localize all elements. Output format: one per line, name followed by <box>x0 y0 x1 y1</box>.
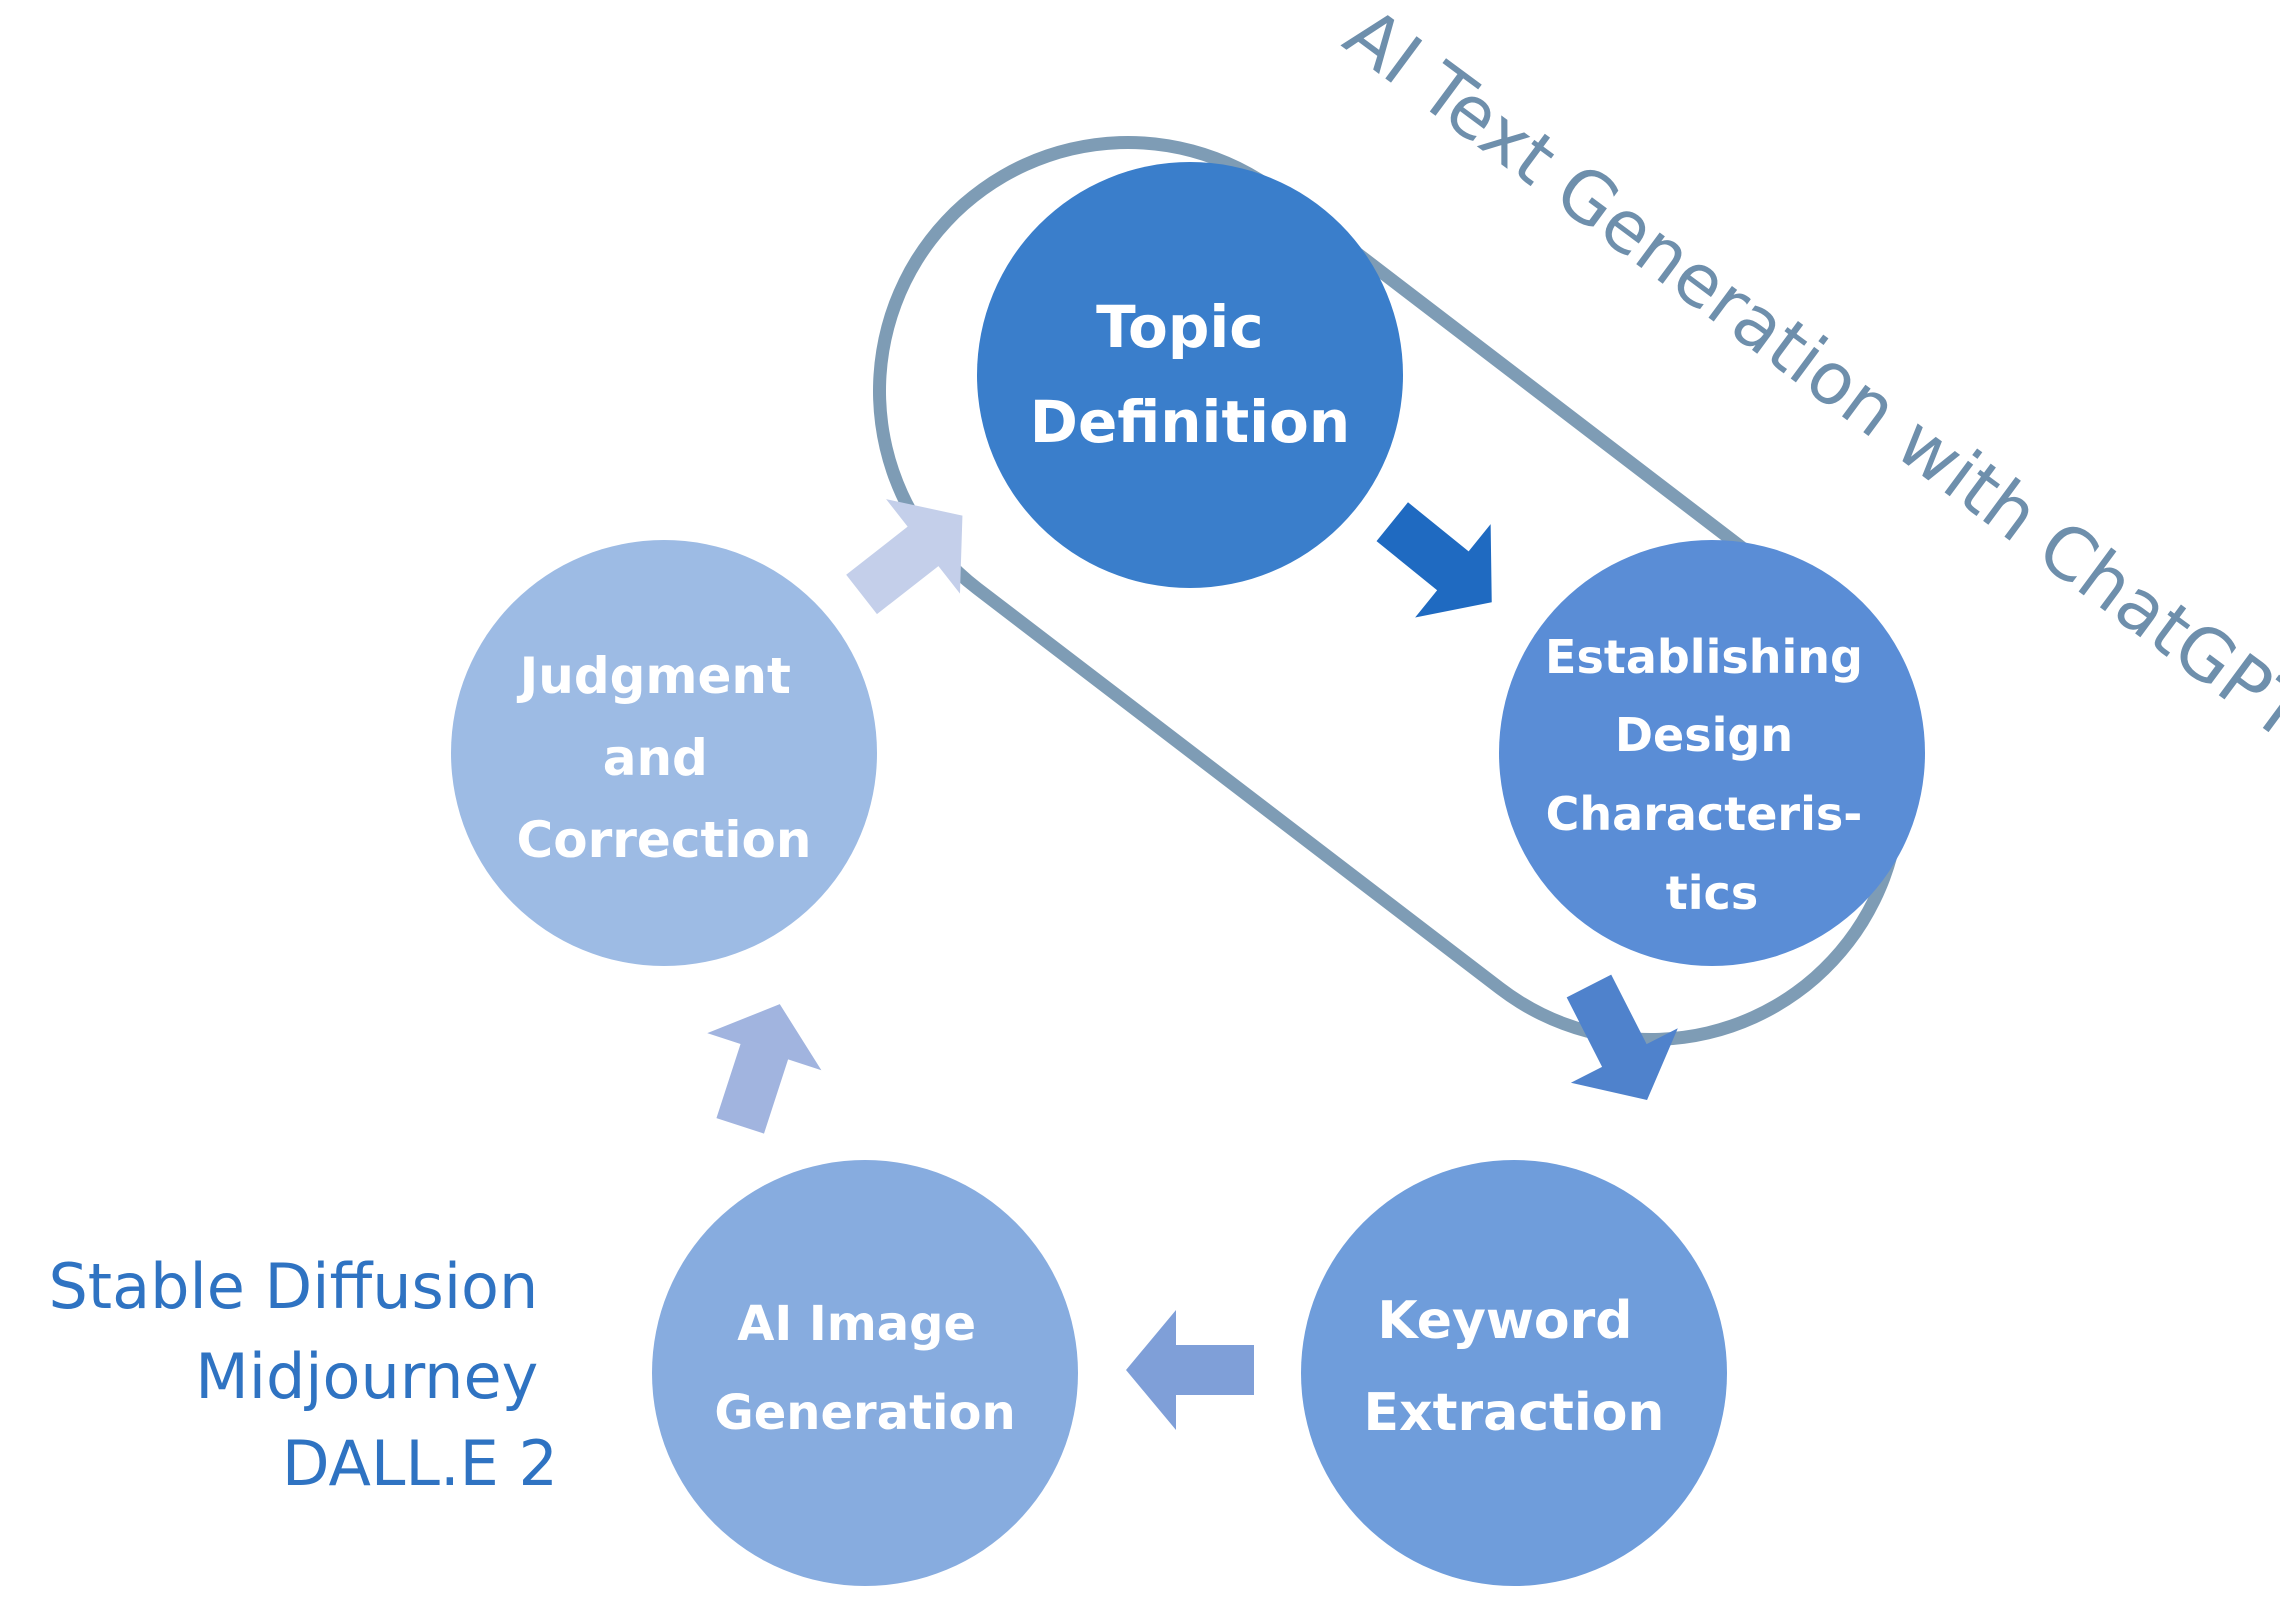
label-line: Definition <box>1030 388 1350 456</box>
ai-image-generation-label: AI Image Generation <box>714 1296 1015 1441</box>
label-line: tics <box>1666 866 1758 920</box>
ai-image-generation-circle <box>652 1160 1078 1586</box>
keyword-extraction-circle <box>1301 1160 1727 1586</box>
topic-definition-label: Topic Definition <box>1030 293 1350 456</box>
label-line: Correction <box>517 811 812 869</box>
establishing-design-characteristics-circle <box>1499 540 1925 966</box>
label-line: Generation <box>714 1385 1015 1441</box>
label-line: Establishing <box>1545 630 1863 684</box>
topic-definition-circle <box>977 162 1403 588</box>
label-line: and <box>603 729 708 787</box>
arrow-topic-to-design <box>1376 502 1492 618</box>
judgment-and-correction-circle <box>451 540 877 966</box>
label-line: AI Image <box>737 1296 976 1352</box>
label-line: Keyword <box>1377 1291 1632 1351</box>
judgment-and-correction-label: Judgment and Correction <box>517 647 812 869</box>
tool-name: DALL.E 2 <box>282 1427 558 1500</box>
label-line: Judgment <box>517 647 791 705</box>
arrow-judgment-to-topic <box>846 499 963 615</box>
tool-name: Midjourney <box>195 1340 538 1413</box>
arrow-keyword-to-image <box>1126 1310 1254 1430</box>
tool-name: Stable Diffusion <box>48 1250 538 1323</box>
arrow-design-to-keyword <box>1566 974 1678 1101</box>
label-line: Design <box>1615 708 1793 762</box>
arrow-image-to-judgment <box>707 1004 822 1134</box>
label-line: Characteris- <box>1546 787 1863 841</box>
label-line: Extraction <box>1364 1383 1665 1443</box>
keyword-extraction-label: Keyword Extraction <box>1364 1291 1665 1443</box>
establishing-design-characteristics-label: Establishing Design Characteris- tics <box>1545 630 1879 920</box>
label-line: Topic <box>1096 293 1264 361</box>
image-tools-list: Stable Diffusion Midjourney DALL.E 2 <box>48 1250 558 1500</box>
